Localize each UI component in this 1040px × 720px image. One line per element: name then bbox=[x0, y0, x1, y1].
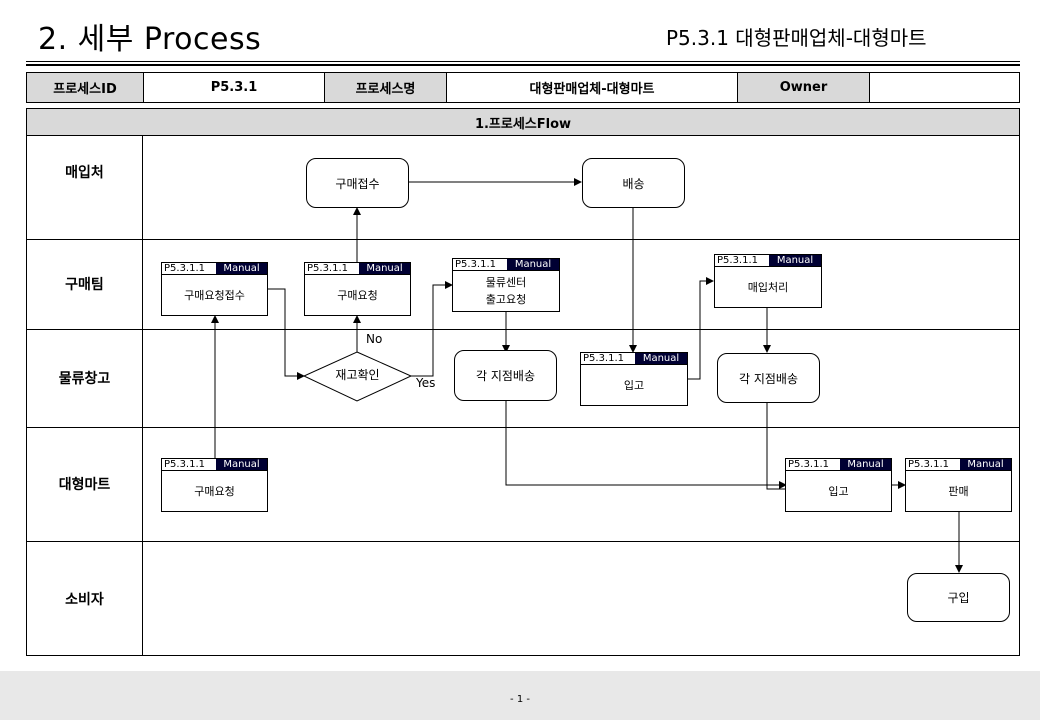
manual-tag: Manual bbox=[216, 459, 267, 470]
manual-tag: Manual bbox=[507, 259, 559, 270]
stock-check-label: 재고확인 bbox=[335, 368, 380, 382]
node-id: P5.3.1.1 bbox=[581, 353, 635, 364]
edge-branch-to-mart-receipt bbox=[505, 401, 787, 489]
edge-stock-yes bbox=[411, 281, 453, 377]
page-number: - 1 - bbox=[510, 694, 530, 705]
lane-label-purchasing-team: 구매팀 bbox=[65, 277, 104, 293]
manual-tag: Manual bbox=[635, 353, 687, 364]
title-rule-bottom bbox=[26, 64, 1020, 66]
node-receive-order: 구매접수 bbox=[306, 158, 409, 208]
lane-label-divider bbox=[142, 136, 143, 656]
node-branch-delivery-2: 각 지점배송 bbox=[717, 353, 820, 403]
edge-receive-to-stock-check bbox=[268, 288, 305, 380]
node-label: 물류센터 출고요청 bbox=[453, 271, 559, 311]
edge-label-yes: Yes bbox=[416, 376, 436, 390]
node-label: 판매 bbox=[948, 484, 969, 498]
node-id: P5.3.1.1 bbox=[453, 259, 507, 270]
swimlane-frame bbox=[26, 136, 1020, 656]
node-id: P5.3.1.1 bbox=[715, 255, 769, 266]
page-subtitle: P5.3.1 대형판매업체-대형마트 bbox=[666, 26, 927, 50]
manual-tag: Manual bbox=[840, 459, 891, 470]
node-label: 매입처리 bbox=[747, 280, 789, 294]
lane-separator bbox=[26, 541, 1020, 542]
footer-band bbox=[0, 671, 1040, 720]
manual-tag: Manual bbox=[216, 263, 267, 274]
node-id: P5.3.1.1 bbox=[305, 263, 359, 274]
node-id: P5.3.1.1 bbox=[906, 459, 960, 470]
node-label: 입고 bbox=[623, 378, 645, 392]
page-title: 2. 세부 Process bbox=[38, 22, 262, 57]
lane-label-warehouse: 물류창고 bbox=[58, 371, 111, 387]
node-label-line1: 물류센터 bbox=[485, 276, 527, 289]
node-id: P5.3.1.1 bbox=[786, 459, 840, 470]
lane-label-consumer: 소비자 bbox=[65, 591, 104, 608]
manual-tag: Manual bbox=[960, 459, 1011, 470]
node-branch-delivery-1: 각 지점배송 bbox=[454, 350, 557, 401]
lane-separator bbox=[26, 239, 1020, 240]
title-rule-top bbox=[26, 61, 1020, 62]
edge-branch2-to-mart-receipt bbox=[766, 403, 786, 490]
node-label: 구매요청접수 bbox=[184, 288, 245, 302]
lane-separator bbox=[26, 329, 1020, 330]
node-id: P5.3.1.1 bbox=[162, 263, 216, 274]
decision-diamond bbox=[302, 351, 413, 402]
owner-label: Owner bbox=[737, 72, 870, 103]
node-ship: 배송 bbox=[582, 158, 685, 208]
lane-separator bbox=[26, 427, 1020, 428]
edge-receipt-to-processing bbox=[688, 277, 714, 380]
lane-label-hypermarket: 대형마트 bbox=[58, 477, 111, 493]
manual-tag: Manual bbox=[769, 255, 821, 266]
node-buy: 구입 bbox=[907, 573, 1010, 622]
edge-label-no: No bbox=[366, 332, 383, 346]
node-id: P5.3.1.1 bbox=[162, 459, 216, 470]
owner-value bbox=[869, 72, 1020, 103]
flow-section-title: 1.프로세스Flow bbox=[26, 108, 1020, 136]
node-label: 입고 bbox=[828, 484, 849, 498]
node-label: 구매요청 bbox=[194, 484, 235, 498]
manual-tag: Manual bbox=[359, 263, 410, 274]
lane-label-supplier: 매입처 bbox=[65, 165, 104, 181]
node-label: 구매요청 bbox=[337, 288, 378, 302]
process-name-label: 프로세스명 bbox=[324, 72, 447, 103]
node-label-line2: 출고요청 bbox=[485, 293, 527, 306]
